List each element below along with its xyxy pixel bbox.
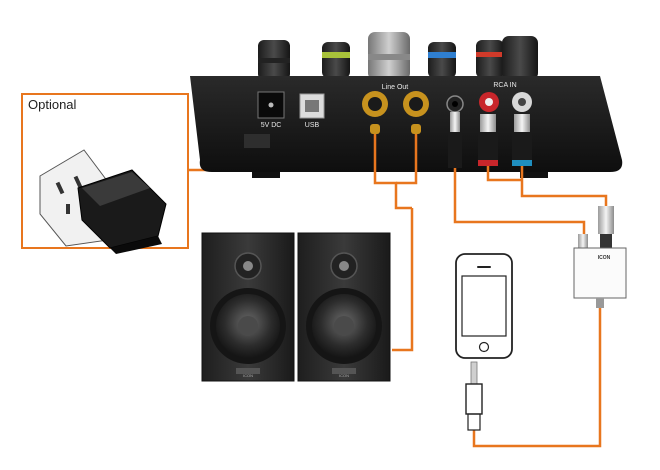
phone-cable [472, 306, 602, 448]
line-out-jack-right [403, 91, 429, 134]
speaker-badge-left: ICON [243, 373, 253, 378]
usb-label: USB [304, 122, 320, 129]
knob-3-large [368, 32, 410, 80]
rca-in-jack-red [479, 92, 499, 112]
speaker-icon [201, 232, 391, 382]
line-out-jack-left [362, 91, 388, 134]
optional-label: Optional [28, 97, 77, 112]
rca-in-jack-white [512, 92, 532, 112]
knob-1 [258, 40, 290, 80]
audio-adapter-box-icon [573, 206, 627, 308]
speaker-left [201, 232, 295, 382]
knob-5 [476, 40, 504, 78]
rca-in-label: RCA IN [493, 82, 517, 89]
aux-jack [446, 95, 464, 113]
audio-interface-icon [190, 32, 623, 178]
dc-jack [257, 91, 285, 119]
line-out-cable-right [396, 134, 418, 185]
speaker-badge-right: ICON [339, 373, 349, 378]
aux-cable [453, 168, 586, 236]
adapter-badge: ICON [597, 255, 611, 261]
trs-plug-icon [448, 112, 462, 168]
knob-6 [502, 36, 538, 80]
usb-port [299, 93, 325, 119]
rca-plug-icon [478, 114, 532, 166]
dc-label: 5V DC [260, 122, 282, 129]
smartphone-icon [455, 253, 513, 359]
phone-trs-plug [465, 361, 483, 431]
speaker-right [297, 232, 391, 382]
line-out-label: Line Out [381, 84, 409, 91]
knob-2 [322, 42, 350, 78]
speaker-cable [392, 208, 414, 352]
knob-4 [428, 42, 456, 78]
power-adapter-icon [77, 169, 167, 254]
rca-cable [486, 166, 608, 212]
